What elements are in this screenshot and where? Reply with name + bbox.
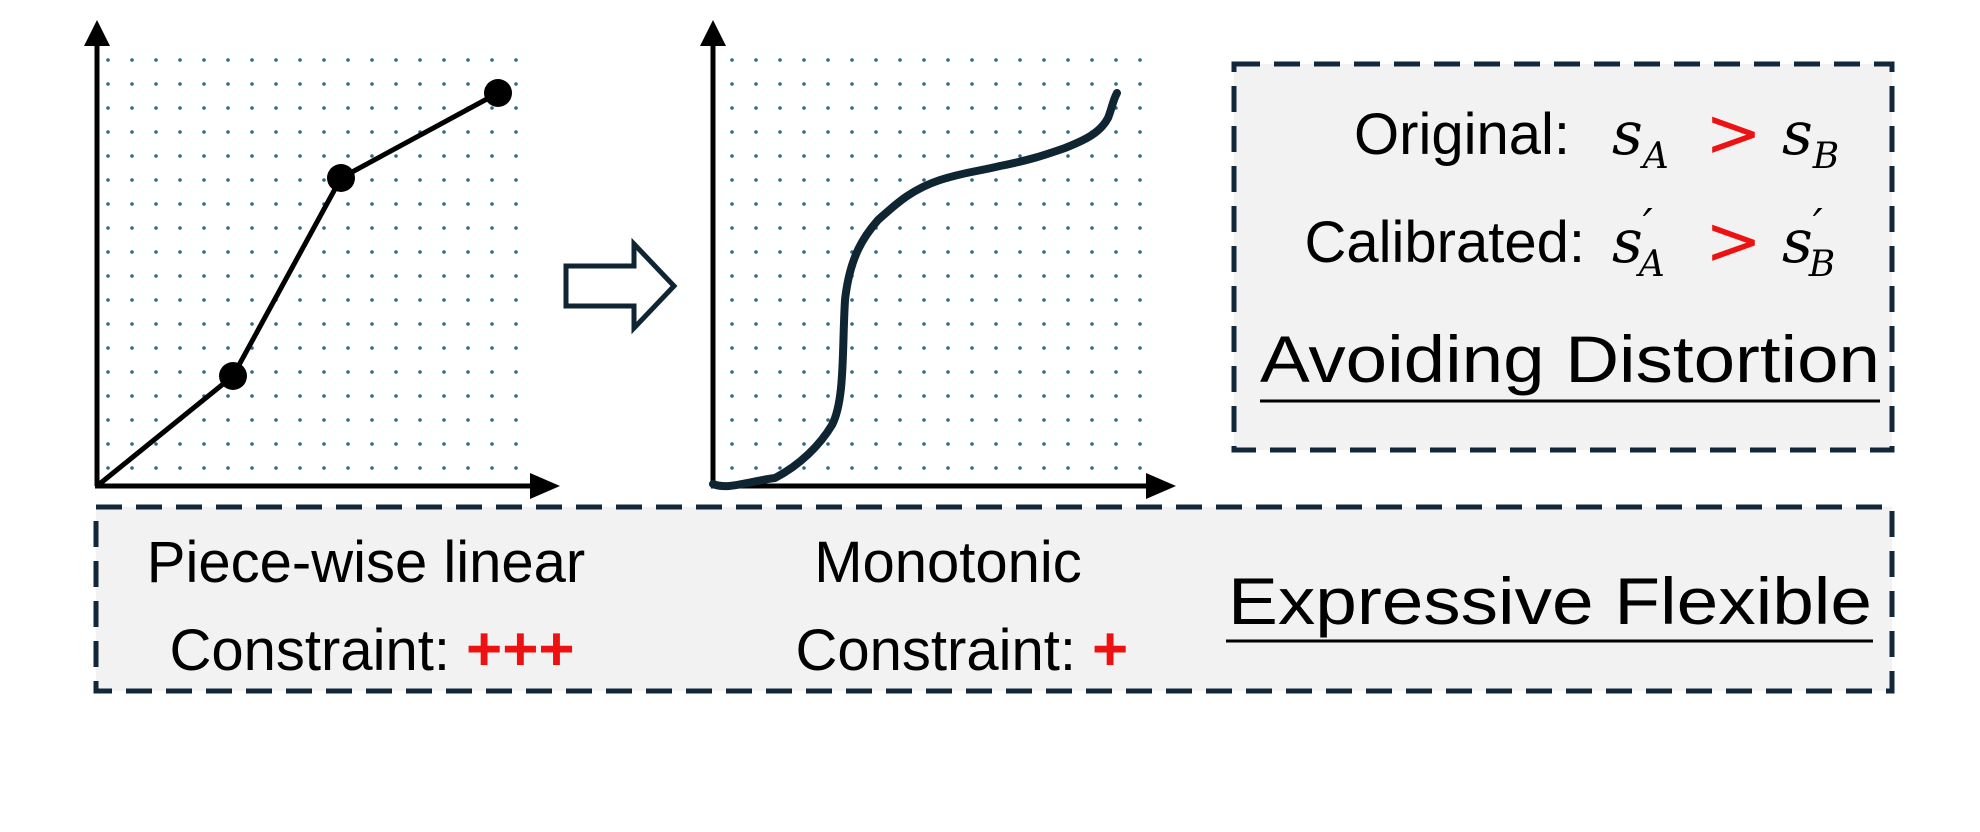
greater-than-symbol: > xyxy=(1705,202,1762,281)
y-axis-arrowhead xyxy=(700,20,726,46)
original-label: Original: xyxy=(1354,102,1570,167)
monotonic-plot xyxy=(700,20,1176,499)
dot-grid-background xyxy=(714,38,1154,486)
constraint-box-frame xyxy=(93,504,1895,694)
left-constraint-label: Constraint: xyxy=(170,618,450,683)
y-axis-arrowhead xyxy=(84,20,110,46)
calibrated-rhs: s′B xyxy=(1782,200,1835,285)
knot-point xyxy=(484,79,512,107)
left-constraint-strength: +++ xyxy=(466,615,575,684)
avoiding-distortion-heading: Avoiding Distortion xyxy=(1260,322,1880,396)
mid-constraint-label: Constraint: xyxy=(796,618,1076,683)
constraint-box: Piece-wise linear Constraint: +++ Monoto… xyxy=(93,504,1895,694)
monotonic-curve xyxy=(709,89,1121,491)
monotonic-label: Monotonic xyxy=(814,530,1082,595)
piecewise-linear-label: Piece-wise linear xyxy=(147,530,585,595)
distortion-box-frame xyxy=(1231,61,1895,453)
knot-point xyxy=(219,362,247,390)
calibrated-label: Calibrated: xyxy=(1305,210,1585,275)
expressive-flexible-heading: Expressive Flexible xyxy=(1228,564,1872,638)
original-inequality: sA xyxy=(1612,99,1669,177)
piecewise-linear-plot xyxy=(84,20,560,499)
distortion-box: Original: sA > sB Calibrated: s′A > s′B … xyxy=(1231,61,1895,453)
x-axis-arrowhead xyxy=(1146,473,1176,499)
calibrated-lhs: s′A xyxy=(1612,200,1665,285)
right-hollow-arrow-icon xyxy=(563,237,678,335)
s-a-symbol: s xyxy=(1612,99,1643,169)
original-rhs: sB xyxy=(1782,99,1839,177)
greater-than-symbol: > xyxy=(1705,94,1762,173)
piecewise-line xyxy=(95,90,500,488)
mid-constraint-strength: + xyxy=(1092,615,1128,684)
knot-point xyxy=(327,164,355,192)
x-axis-arrowhead xyxy=(530,473,560,499)
s-b-symbol: s xyxy=(1782,99,1813,169)
